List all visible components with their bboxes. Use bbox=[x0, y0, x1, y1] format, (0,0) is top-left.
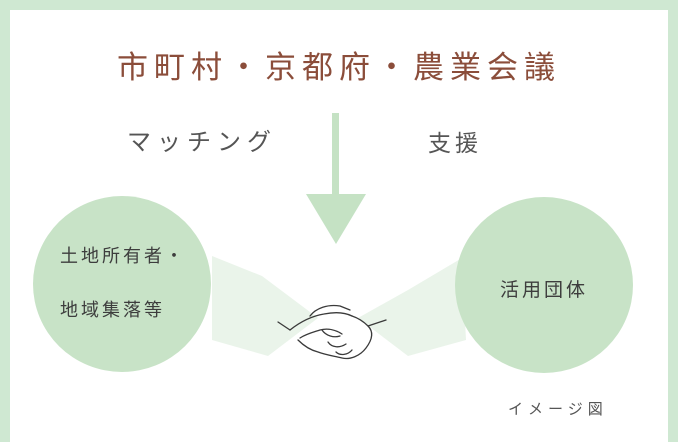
user-group-node bbox=[455, 197, 633, 373]
support-label: 支援 bbox=[428, 131, 482, 157]
landowner-label-line2: 地域集落等 bbox=[60, 300, 165, 321]
image-caption: イメージ図 bbox=[508, 400, 608, 418]
landowner-label-line1: 土地所有者・ bbox=[60, 246, 186, 267]
down-arrow-icon bbox=[306, 113, 366, 244]
diagram-title: 市町村・京都府・農業会議 bbox=[117, 50, 561, 86]
right-sleeve bbox=[358, 258, 466, 356]
handshake-icon bbox=[277, 304, 387, 360]
landowner-node bbox=[33, 196, 211, 372]
matching-label: マッチング bbox=[127, 128, 277, 156]
user-group-label: 活用団体 bbox=[499, 279, 588, 301]
left-sleeve bbox=[212, 256, 318, 356]
